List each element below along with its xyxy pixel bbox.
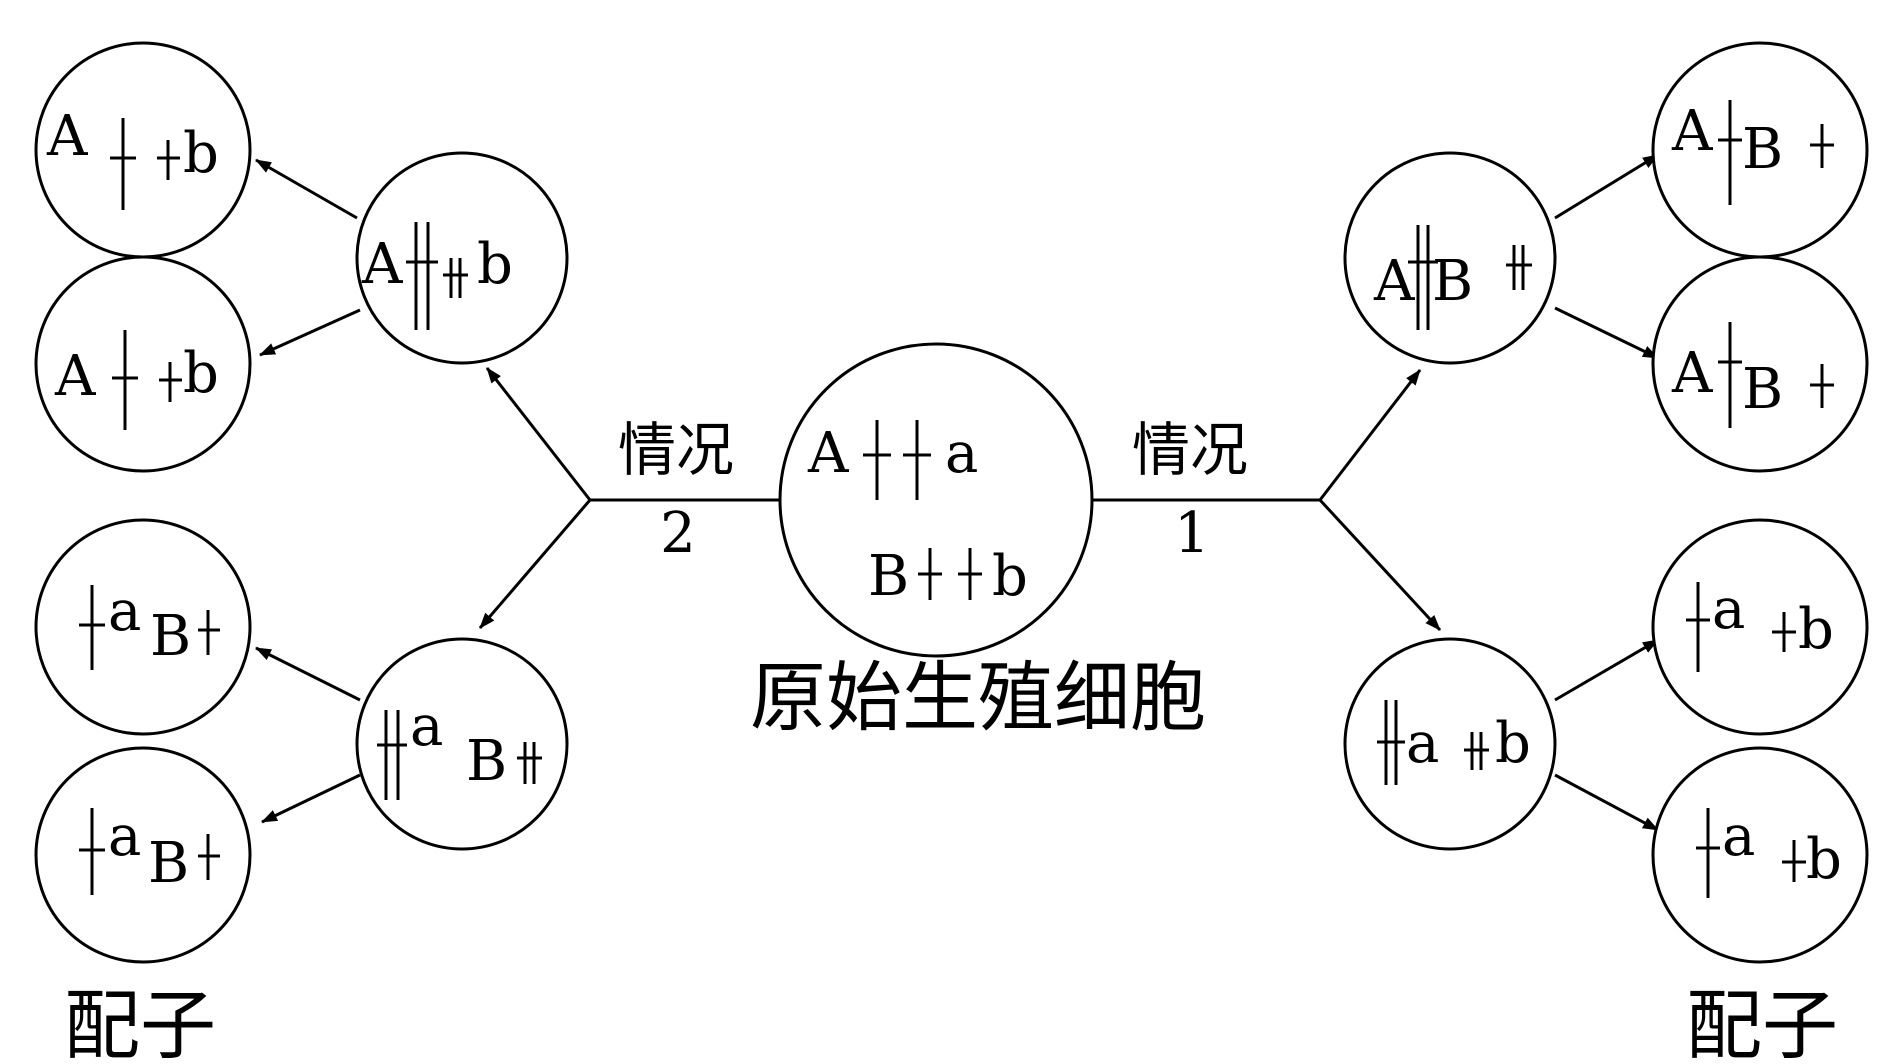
allele-label: A [1373, 249, 1415, 314]
allele-label: a [1406, 711, 1439, 776]
left-gametes-caption: 配子 [64, 981, 216, 1064]
allele-label: A [1671, 341, 1713, 406]
allele-label: A [361, 232, 403, 297]
arrow-to-left-gamete-2 [259, 308, 361, 357]
allele-label: B [868, 544, 909, 609]
secondary-cell-circle [1343, 637, 1557, 851]
arrow-to-left-gamete-4 [261, 773, 361, 824]
right-gamete-2: A B [1651, 255, 1869, 473]
gamete-circle [34, 746, 252, 964]
left-lower-secondary-cell: a B [355, 637, 569, 851]
case-1-number: 1 [1174, 501, 1210, 566]
allele-label: a [945, 421, 978, 486]
left-gamete-1: A b [34, 41, 252, 259]
right-gametes-caption: 配子 [1686, 981, 1838, 1064]
arrow-to-left-gamete-3 [255, 646, 361, 702]
gamete-circle [1651, 518, 1869, 736]
right-gamete-3: a b [1651, 518, 1869, 736]
allele-label: b [1495, 711, 1531, 776]
arrow-to-right-gamete-1 [1554, 153, 1659, 220]
connectors [255, 153, 1659, 832]
allele-label: A [54, 344, 96, 409]
allele-label: b [477, 232, 513, 297]
secondary-cell-circle [355, 637, 569, 851]
case-2-number: 2 [660, 501, 696, 566]
allele-label: a [1712, 577, 1745, 642]
allele-label: a [108, 579, 141, 644]
allele-label: B [148, 831, 189, 896]
allele-label: b [1806, 827, 1842, 892]
right-upper-secondary-cell: A B [1343, 151, 1557, 365]
allele-label: b [992, 544, 1028, 609]
allele-label: A [807, 421, 849, 486]
allele-label: B [150, 604, 191, 669]
secondary-cell-circle [355, 151, 569, 365]
allele-label: B [1432, 249, 1473, 314]
arrow-to-left-gamete-1 [255, 158, 358, 220]
right-gamete-4: a b [1651, 746, 1869, 964]
arrow-to-right-gamete-3 [1554, 638, 1659, 702]
left-upper-secondary-cell: A b [355, 151, 569, 365]
allele-label: A [1671, 99, 1713, 164]
left-gamete-3: a B [34, 518, 252, 736]
right-lower-secondary-cell: a b [1343, 637, 1557, 851]
primordial-germ-cell: A a B b [778, 342, 1094, 658]
left-gamete-2: A b [34, 255, 252, 473]
allele-label: b [183, 341, 219, 406]
arrow-to-right-upper-cell [1318, 369, 1422, 501]
allele-label: a [1722, 804, 1755, 869]
allele-label: a [108, 804, 141, 869]
allele-label: a [410, 694, 443, 759]
arrow-to-left-upper-cell [485, 367, 592, 501]
secondary-cell-circle [1343, 151, 1557, 365]
allele-label: B [1742, 117, 1783, 182]
gamete-circle [34, 518, 252, 736]
allele-label: B [1742, 357, 1783, 422]
gamete-circle [34, 255, 252, 473]
gamete-circle [1651, 255, 1869, 473]
left-gamete-4: a B [34, 746, 252, 964]
allele-label: b [183, 121, 219, 186]
arrow-to-right-gamete-4 [1554, 773, 1659, 832]
case-2-label: 情况 [618, 416, 734, 484]
primordial-cell-circle [778, 342, 1094, 658]
arrow-to-right-lower-cell [1318, 498, 1442, 632]
case-1-label: 情况 [1132, 416, 1248, 484]
arrow-to-left-lower-cell [478, 499, 592, 629]
allele-label: b [1798, 597, 1834, 662]
allele-label: A [46, 104, 88, 169]
allele-label: B [466, 729, 507, 794]
arrow-to-right-gamete-2 [1554, 306, 1659, 360]
primordial-cell-caption: 原始生殖细胞 [750, 653, 1206, 742]
gamete-circle [1651, 746, 1869, 964]
right-gamete-1: A B [1651, 41, 1869, 259]
